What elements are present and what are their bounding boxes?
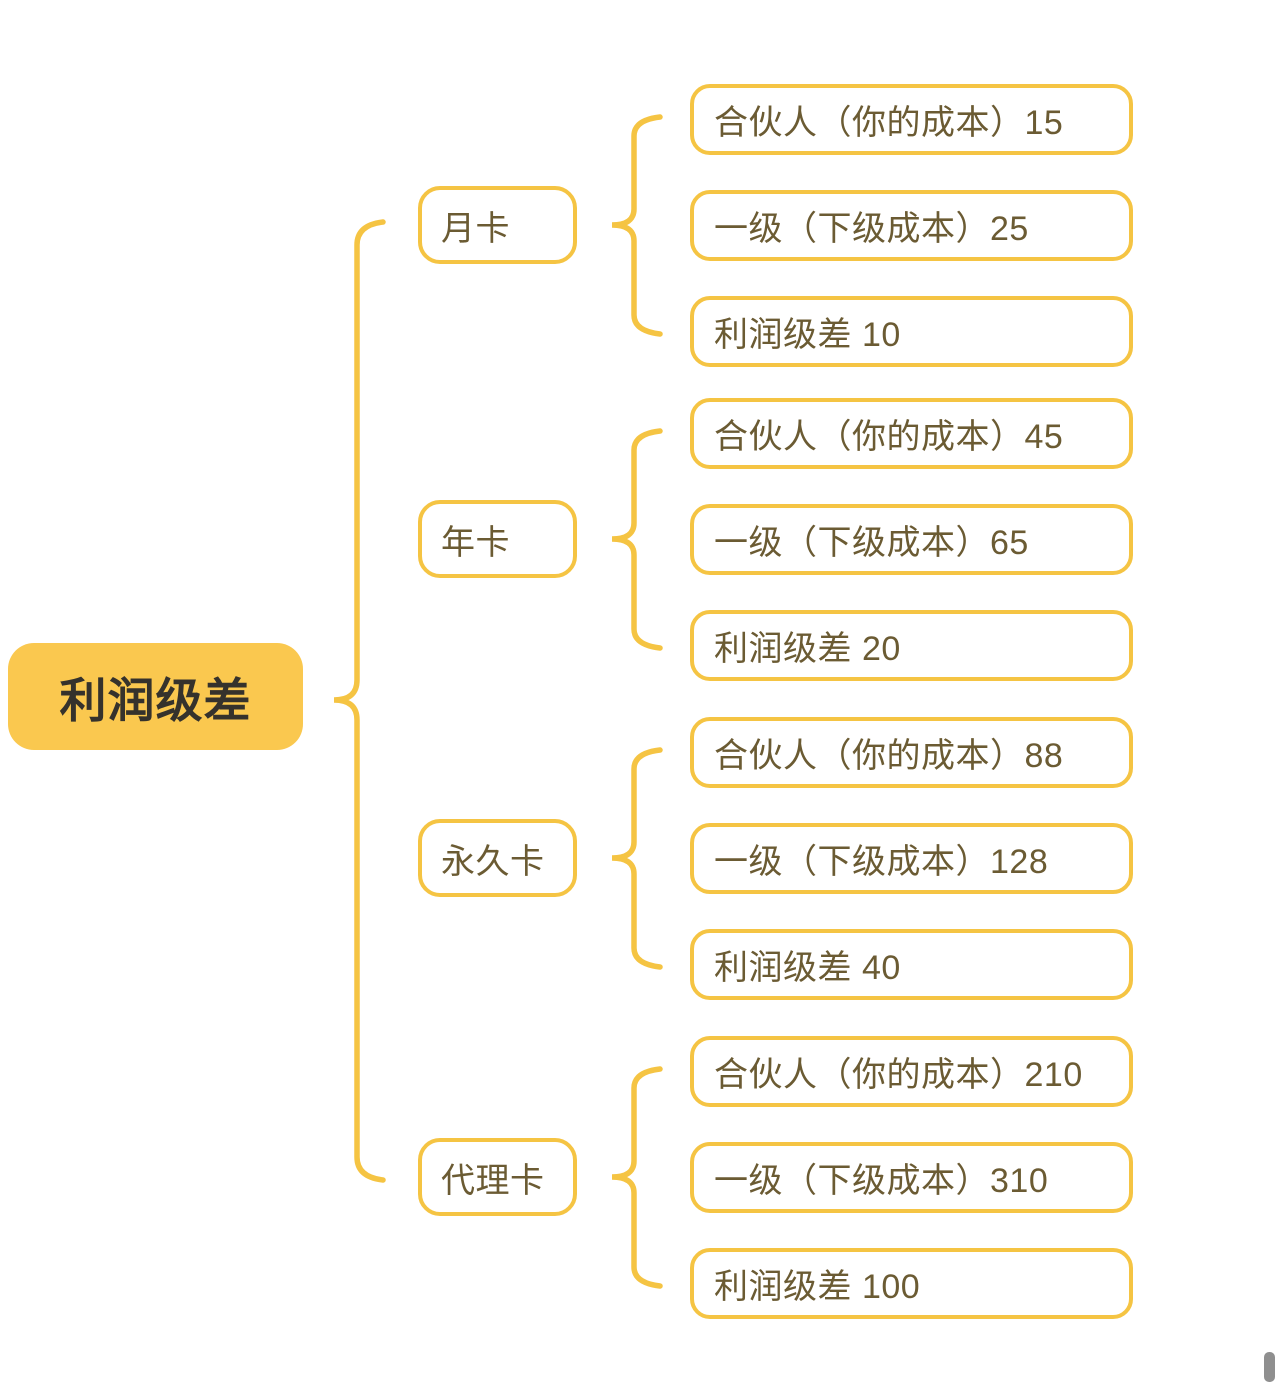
root-brace-connector	[333, 219, 386, 1183]
leaf-node-profit-margin[interactable]: 利润级差 40	[690, 929, 1133, 1000]
scrollbar-thumb[interactable]	[1264, 1352, 1275, 1382]
leaf-node-level-one-cost[interactable]: 一级（下级成本）310	[690, 1142, 1133, 1213]
leaf-node-level-one-cost[interactable]: 一级（下级成本）25	[690, 190, 1133, 261]
leaf-node-label: 利润级差 100	[714, 1268, 921, 1306]
leaf-node-label: 一级（下级成本）128	[714, 843, 1049, 881]
branch-node-agent-card[interactable]: 代理卡	[418, 1138, 577, 1216]
branch-node-year-card[interactable]: 年卡	[418, 500, 577, 578]
leaf-node-profit-margin[interactable]: 利润级差 10	[690, 296, 1133, 367]
leaf-node-profit-margin[interactable]: 利润级差 100	[690, 1248, 1133, 1319]
leaf-node-partner-cost[interactable]: 合伙人（你的成本）45	[690, 398, 1133, 469]
root-node-label: 利润级差	[59, 674, 252, 727]
branch-brace-connector-permanent-card	[611, 747, 663, 970]
branch-node-month-card[interactable]: 月卡	[418, 186, 577, 264]
leaf-node-label: 一级（下级成本）25	[714, 210, 1029, 248]
branch-brace-connector-month-card	[611, 114, 663, 337]
leaf-node-level-one-cost[interactable]: 一级（下级成本）128	[690, 823, 1133, 894]
leaf-node-label: 利润级差 20	[714, 630, 901, 668]
branch-brace-connector-agent-card	[611, 1066, 663, 1289]
leaf-node-label: 利润级差 40	[714, 949, 901, 987]
branch-node-permanent-card[interactable]: 永久卡	[418, 819, 577, 897]
branch-brace-connector-year-card	[611, 428, 663, 651]
root-node[interactable]: 利润级差	[8, 643, 303, 750]
leaf-node-partner-cost[interactable]: 合伙人（你的成本）15	[690, 84, 1133, 155]
leaf-node-profit-margin[interactable]: 利润级差 20	[690, 610, 1133, 681]
leaf-node-label: 合伙人（你的成本）15	[714, 104, 1064, 142]
leaf-node-level-one-cost[interactable]: 一级（下级成本）65	[690, 504, 1133, 575]
leaf-node-label: 合伙人（你的成本）88	[714, 737, 1064, 775]
leaf-node-label: 合伙人（你的成本）210	[714, 1056, 1083, 1094]
leaf-node-label: 利润级差 10	[714, 316, 901, 354]
branch-node-label: 月卡	[441, 209, 510, 248]
branch-node-label: 年卡	[441, 523, 510, 562]
leaf-node-label: 一级（下级成本）65	[714, 524, 1029, 562]
leaf-node-partner-cost[interactable]: 合伙人（你的成本）88	[690, 717, 1133, 788]
leaf-node-label: 合伙人（你的成本）45	[714, 418, 1064, 456]
branch-node-label: 代理卡	[441, 1161, 545, 1200]
branch-node-label: 永久卡	[441, 842, 545, 881]
leaf-node-partner-cost[interactable]: 合伙人（你的成本）210	[690, 1036, 1133, 1107]
leaf-node-label: 一级（下级成本）310	[714, 1162, 1049, 1200]
